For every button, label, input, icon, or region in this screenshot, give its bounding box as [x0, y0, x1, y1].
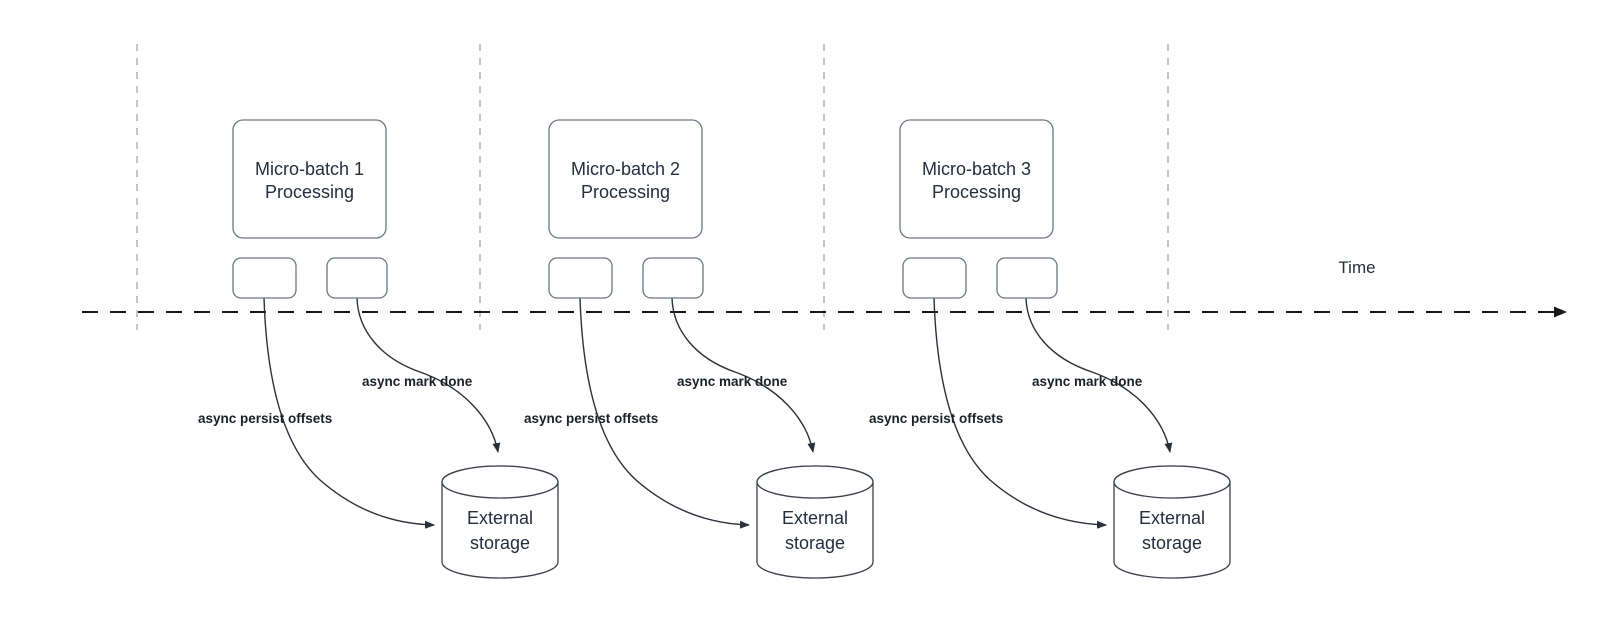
mark-done-edge: [356, 297, 501, 453]
node-group: [232, 119, 1231, 579]
persist-offsets-edge: [579, 297, 750, 529]
mark-done-task[interactable]: [326, 257, 388, 299]
external-storage-cylinder-top: [1113, 465, 1231, 499]
persist-offsets-edge-label: async persist offsets: [198, 411, 332, 426]
micro-batch-box-title: Micro-batch 1: [255, 159, 364, 179]
mark-done-edge: [671, 297, 816, 453]
connector-group: [263, 297, 1173, 529]
micro-batch-box-subtitle: Processing: [932, 182, 1021, 202]
persist-offsets-task[interactable]: [548, 257, 613, 299]
micro-batch-box-subtitle: Processing: [265, 182, 354, 202]
mark-done-task[interactable]: [996, 257, 1058, 299]
micro-batch-box[interactable]: [548, 119, 703, 239]
persist-offsets-edge: [263, 297, 435, 529]
timeline-tick-group: [136, 44, 1169, 330]
mark-done-edge: [1025, 297, 1173, 453]
micro-batch-box[interactable]: [232, 119, 387, 239]
time-axis-label: Time: [1338, 258, 1375, 277]
external-storage-title: External: [467, 508, 533, 528]
external-storage-title: External: [1139, 508, 1205, 528]
external-storage-cylinder-top: [441, 465, 559, 499]
external-storage-subtitle: storage: [785, 533, 845, 553]
mark-done-edge-label: async mark done: [362, 374, 473, 389]
micro-batch-box-title: Micro-batch 2: [571, 159, 680, 179]
mark-done-edge-label: async mark done: [1032, 374, 1143, 389]
external-storage-title: External: [782, 508, 848, 528]
persist-offsets-task[interactable]: [902, 257, 967, 299]
persist-offsets-task[interactable]: [232, 257, 297, 299]
label-group: Time async persist offsets async mark done…: [198, 159, 1376, 553]
persist-offsets-edge-label: async persist offsets: [524, 411, 658, 426]
persist-offsets-edge: [933, 297, 1107, 529]
external-storage-cylinder-top: [756, 465, 874, 499]
micro-batch-box[interactable]: [899, 119, 1054, 239]
external-storage-subtitle: storage: [1142, 533, 1202, 553]
persist-offsets-edge-label: async persist offsets: [869, 411, 1003, 426]
micro-batch-box-title: Micro-batch 3: [922, 159, 1031, 179]
mark-done-edge-label: async mark done: [677, 374, 788, 389]
mark-done-task[interactable]: [642, 257, 704, 299]
micro-batch-box-subtitle: Processing: [581, 182, 670, 202]
external-storage-subtitle: storage: [470, 533, 530, 553]
